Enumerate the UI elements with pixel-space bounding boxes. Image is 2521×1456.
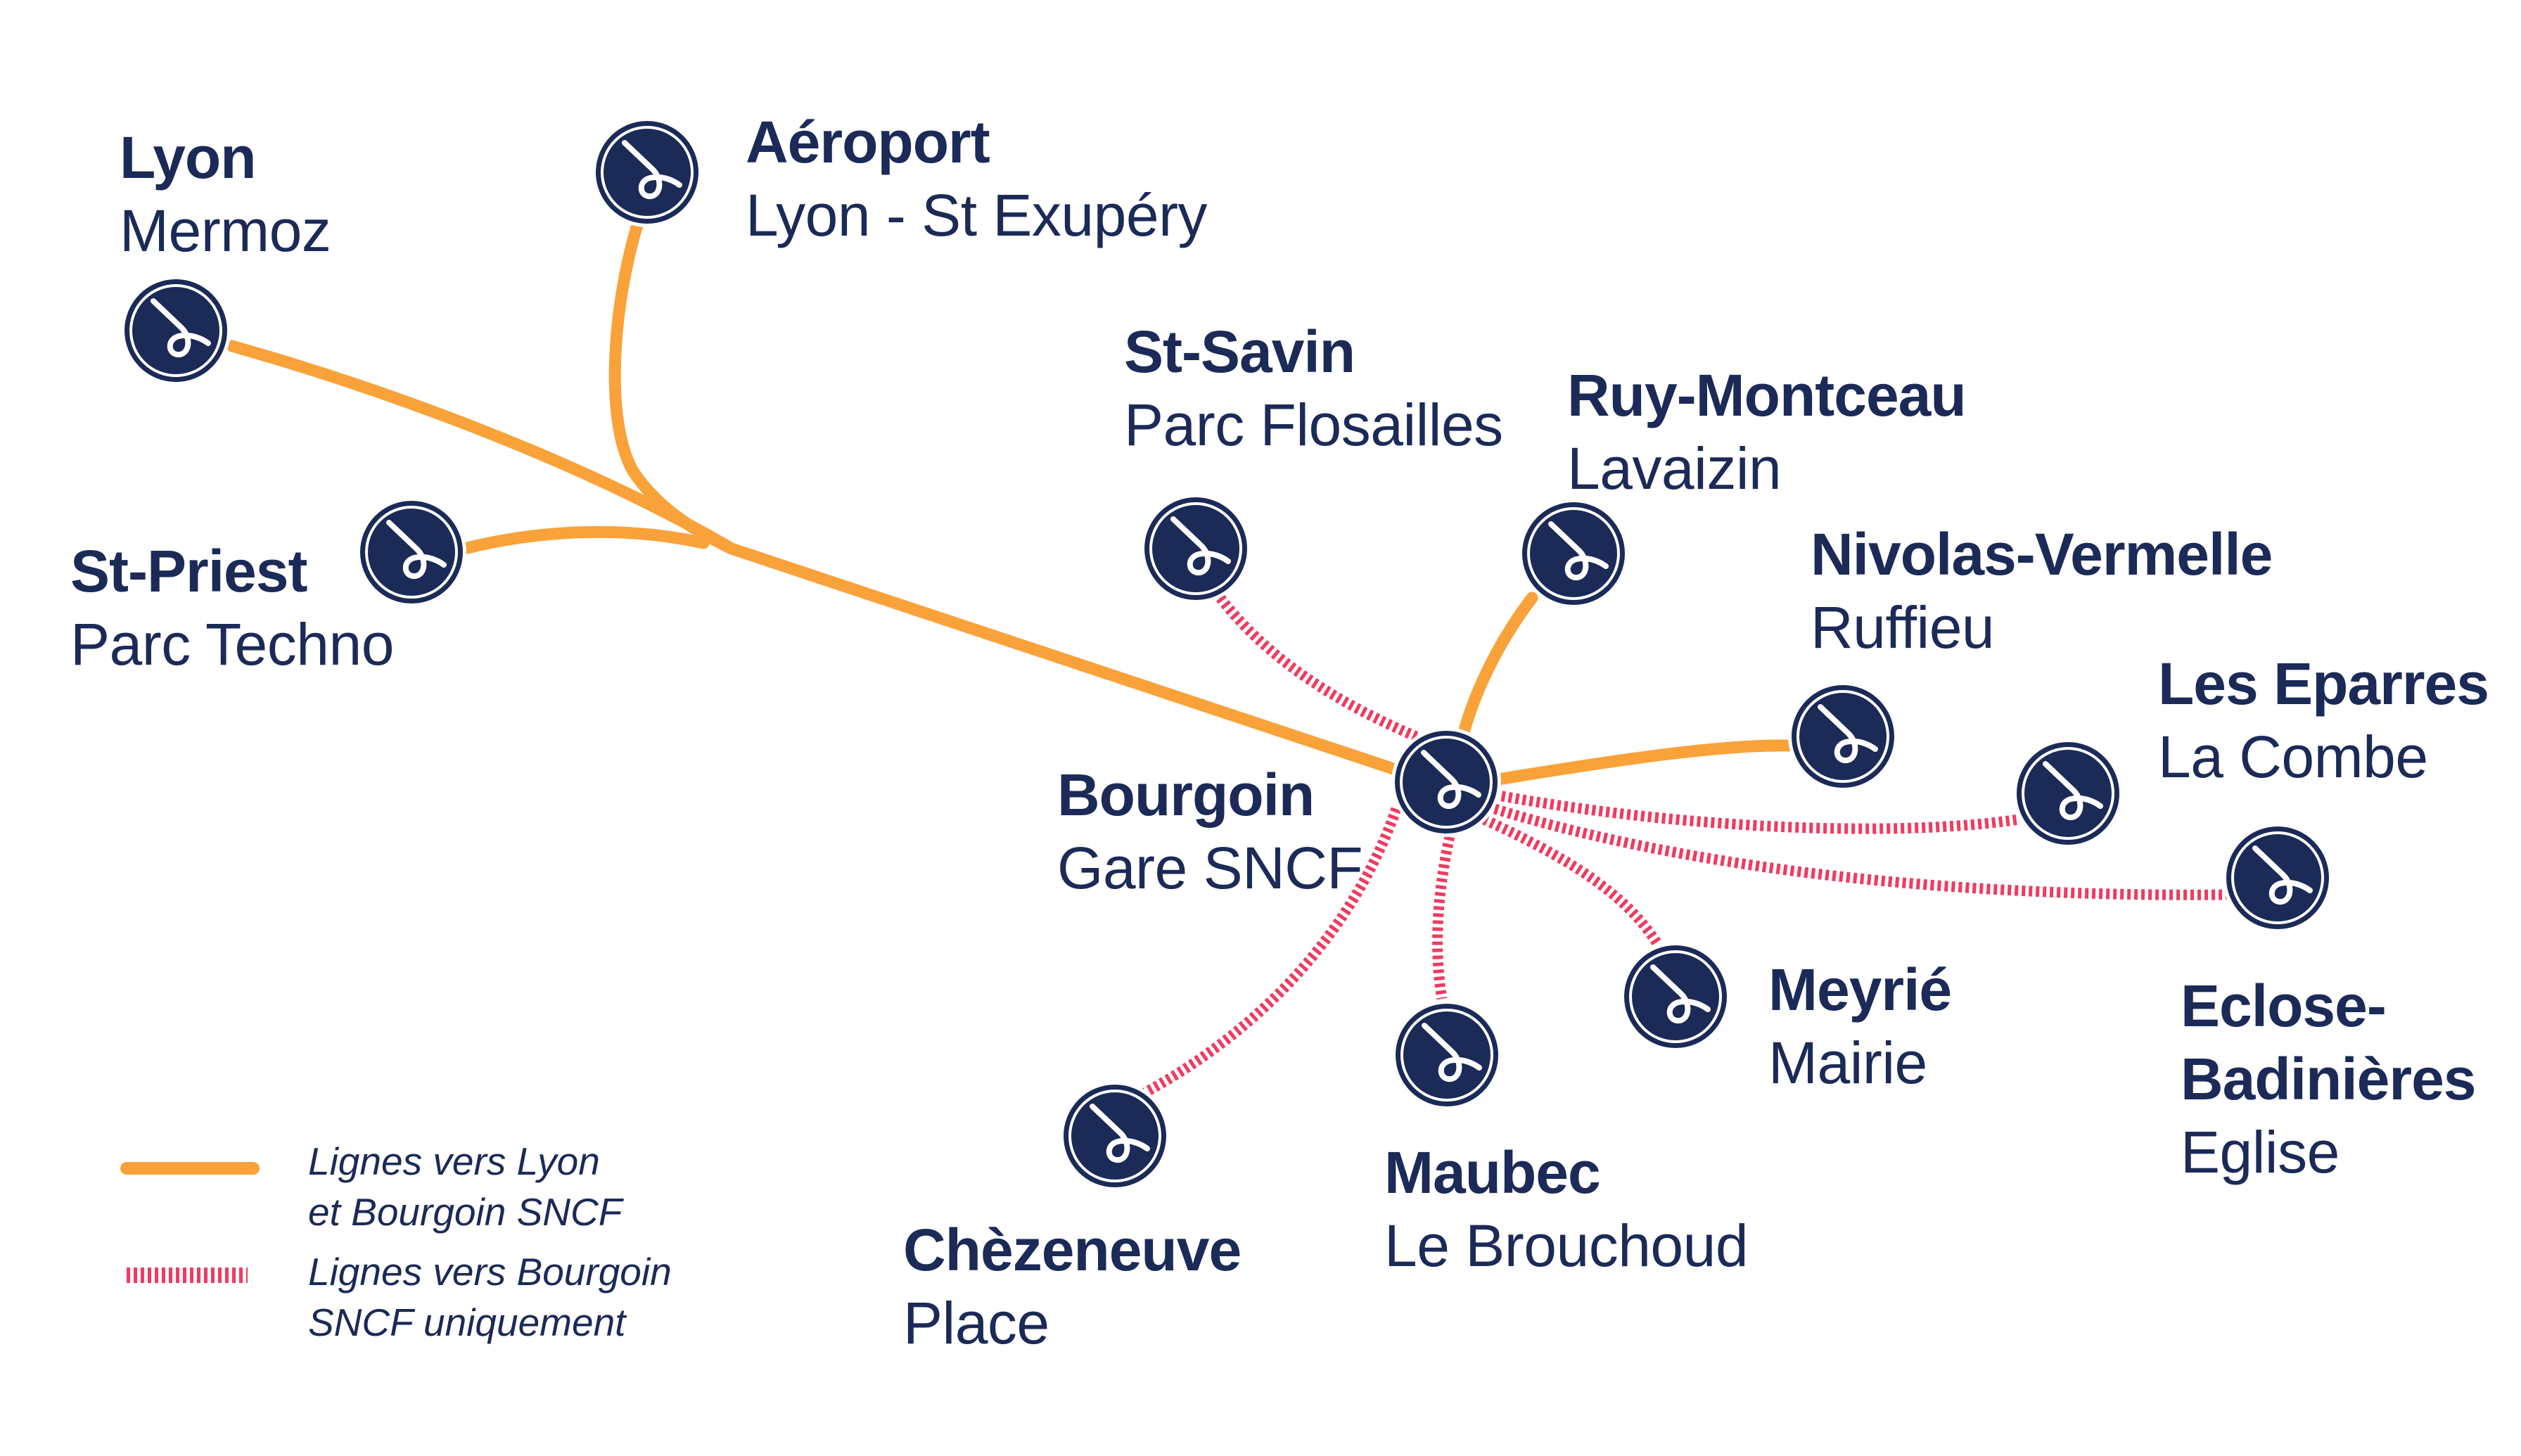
stop-subtitle: Lyon - St Exupéry [746,182,1208,248]
stop-marker-lyon[interactable] [121,276,231,385]
stop-name: Aéroport [746,109,990,175]
red-line-meyrie [1481,815,1661,946]
stop-label-st-savin: St-Savin Parc Flosailles [1124,322,1503,454]
stop-label-nivolas: Nivolas-Vermelle Ruffieu [1811,521,2273,660]
stop-subtitle: Ruffieu [1811,594,1995,660]
stop-subtitle: Mermoz [120,198,331,264]
legend-orange-line2: et Bourgoin SNCF [308,1190,623,1234]
stop-name: Les Eparres [2158,651,2489,717]
stop-name: Ruy-Montceau [1567,362,1967,428]
legend-orange-label: Lignes vers Lyon et Bourgoin SNCF [308,1136,622,1237]
orange-line-aeroport [608,219,738,555]
stop-name: St-Priest [70,538,307,604]
stop-marker-bourgoin[interactable] [1391,727,1501,837]
red-line-eclose [1493,803,2227,900]
stop-label-bourgoin: Bourgoin Gare SNCF [1057,762,1363,901]
red-line-maubec [1432,829,1457,1000]
stop-subtitle: Le Brouchoud [1384,1213,1749,1279]
stop-subtitle: La Combe [2158,724,2428,790]
orange-line-nivolas [1492,739,1796,786]
stop-marker-st-savin[interactable] [1141,494,1251,604]
stop-label-eparres: Les Eparres La Combe [2158,654,2489,786]
stop-label-st-priest: St-Priest Parc Techno [70,542,394,674]
stop-subtitle: Place [903,1290,1049,1356]
stop-name: Bourgoin [1057,762,1315,828]
stop-marker-eparres[interactable] [2013,739,2123,848]
stop-name-line2: Badinières [2181,1046,2477,1112]
stop-label-meyrie: Meyrié Mairie [1768,957,1952,1096]
stop-name: Maubec [1384,1139,1601,1206]
stop-subtitle: Parc Techno [70,611,394,677]
legend-red-line1: Lignes vers Bourgoin [308,1250,672,1294]
stop-marker-nivolas[interactable] [1788,682,1898,791]
stop-name: Eclose- [2181,973,2387,1039]
stop-marker-ruy-montceau[interactable] [1519,499,1628,608]
stop-label-lyon: Lyon Mermoz [120,128,331,260]
stop-marker-maubec[interactable] [1392,1000,1502,1110]
stop-name: Lyon [120,124,257,191]
stop-subtitle: Eglise [2181,1119,2340,1185]
stop-subtitle: Mairie [1768,1030,1927,1096]
red-line-eparres [1493,789,2020,834]
stop-marker-eclose[interactable] [2223,823,2332,933]
stop-label-eclose: Eclose- Badinières Eglise [2181,973,2477,1185]
stop-label-aeroport: Aéroport Lyon - St Exupéry [746,109,1208,248]
orange-line-ruy-montceau [1457,592,1538,741]
stop-marker-chezeneuve[interactable] [1060,1081,1170,1191]
stop-name: St-Savin [1124,319,1355,385]
stop-name: Nivolas-Vermelle [1811,521,2273,587]
legend-red-line2: SNCF uniquement [308,1301,626,1344]
legend-orange-line1: Lignes vers Lyon [308,1139,600,1183]
stop-subtitle: Parc Flosailles [1124,392,1503,458]
stop-label-ruy-montceau: Ruy-Montceau Lavaizin [1567,362,1967,502]
stop-name: Meyrié [1768,957,1952,1023]
stop-marker-aeroport[interactable] [592,117,702,227]
legend-red-label: Lignes vers Bourgoin SNCF uniquement [308,1246,672,1348]
stop-name: Chèzeneuve [903,1217,1242,1283]
stop-label-chezeneuve: Chèzeneuve Place [903,1217,1242,1356]
stop-subtitle: Gare SNCF [1057,835,1363,901]
stop-subtitle: Lavaizin [1567,435,1782,502]
orange-line-st-priest [458,525,710,555]
red-line-st-savin [1216,594,1423,743]
red-line-chezeneuve [1140,807,1402,1099]
stop-marker-meyrie[interactable] [1621,942,1730,1052]
stop-label-maubec: Maubec Le Brouchoud [1384,1139,1749,1279]
